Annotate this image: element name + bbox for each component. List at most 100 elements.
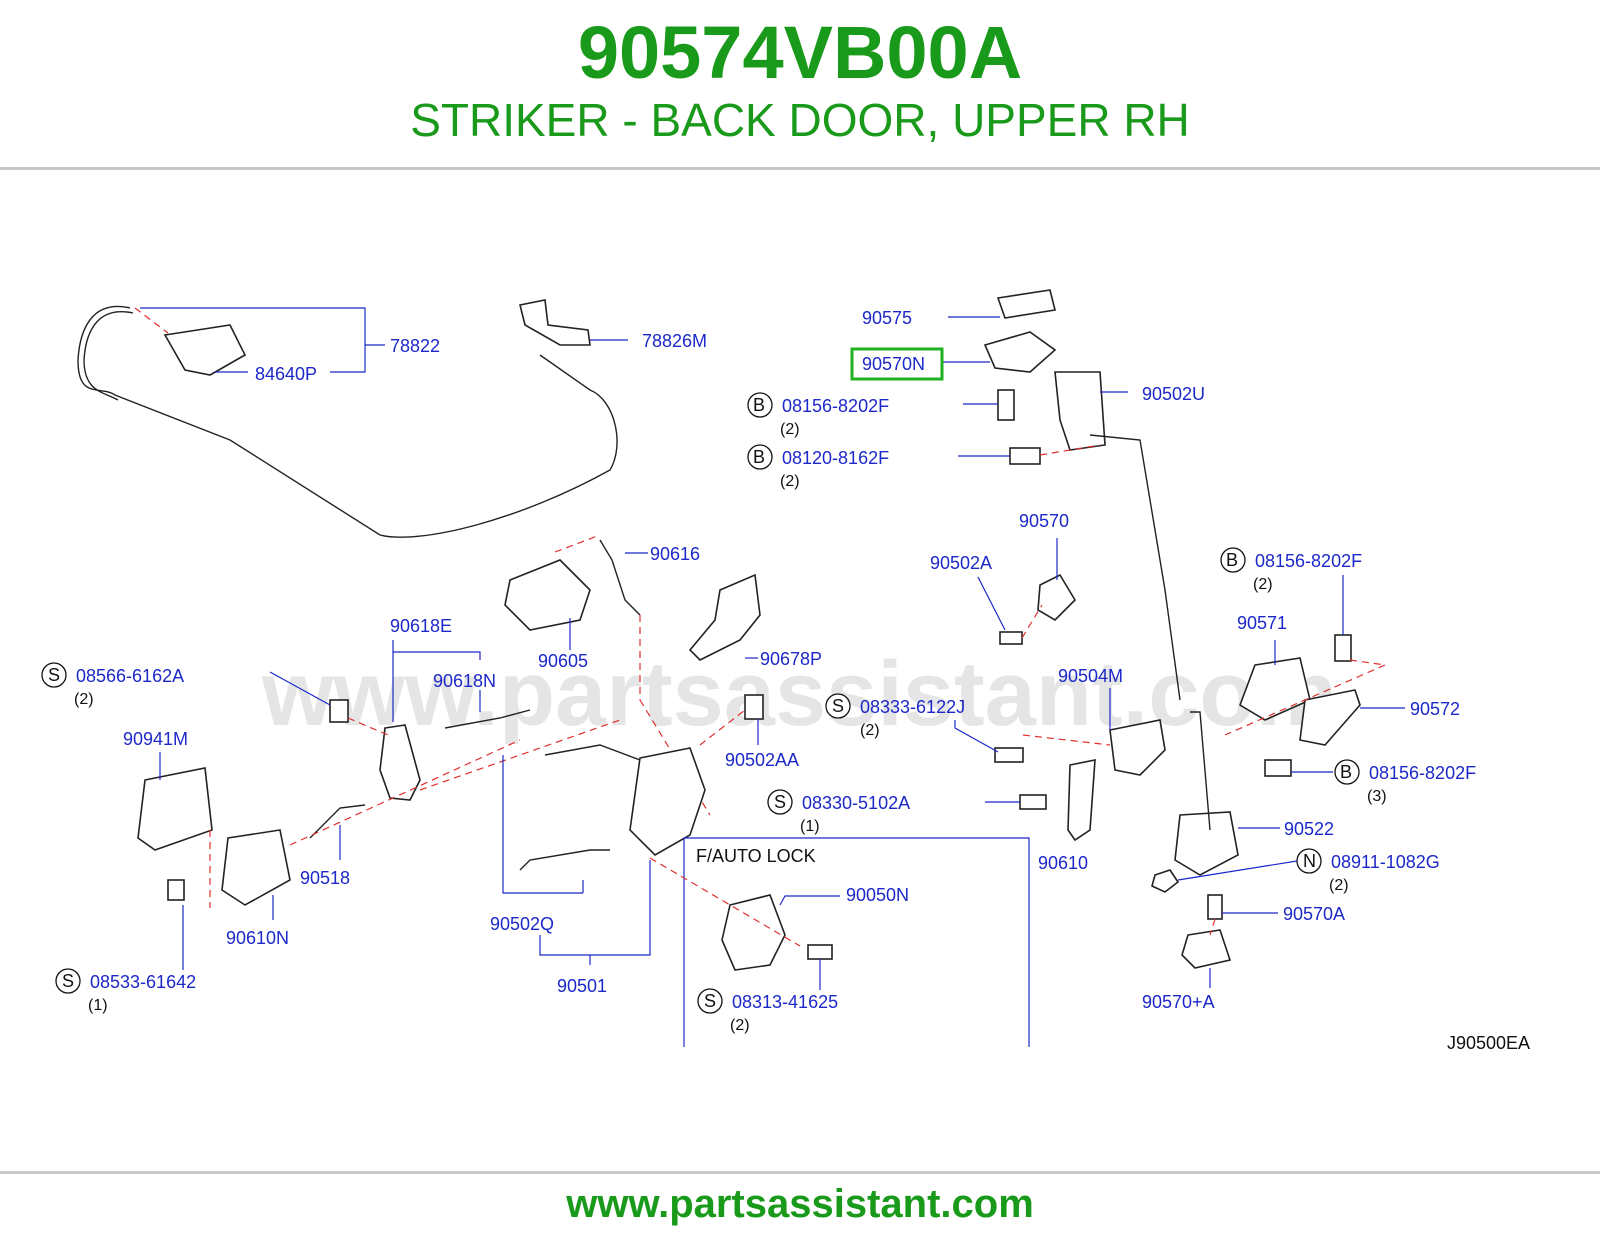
label-90504M[interactable]: 90504M — [1058, 666, 1123, 686]
svg-text:S: S — [774, 792, 786, 812]
bracket-90605-shape — [504, 559, 591, 631]
svg-text:N: N — [1303, 851, 1316, 871]
label-90610N[interactable]: 90610N — [226, 928, 289, 948]
rod-90502Q-b — [519, 849, 610, 871]
rod-90678P-shape — [688, 573, 761, 661]
label-90518[interactable]: 90518 — [300, 868, 350, 888]
qty-08330: (1) — [800, 818, 820, 835]
label-08566-6162A[interactable]: 08566-6162A — [76, 666, 184, 686]
label-90618E[interactable]: 90618E — [390, 616, 452, 636]
svg-text:S: S — [704, 991, 716, 1011]
bracket-90572-shape — [1299, 689, 1361, 746]
svg-text:B: B — [753, 447, 765, 467]
label-90501[interactable]: 90501 — [557, 976, 607, 996]
lock-90501-shape — [629, 747, 706, 856]
hinge-90502U-shape — [1054, 371, 1106, 451]
svg-text:S: S — [832, 696, 844, 716]
qty-08566: (2) — [74, 691, 94, 708]
label-90502AA[interactable]: 90502AA — [725, 750, 799, 770]
label-08156-8202F-low[interactable]: 08156-8202F — [1369, 763, 1476, 783]
footer-divider — [0, 1171, 1600, 1174]
cable-78826M-shape — [519, 299, 591, 346]
marker-b-icon — [1334, 759, 1360, 785]
label-90502Q[interactable]: 90502Q — [490, 914, 554, 934]
marker-s-icon — [825, 693, 851, 719]
label-90605[interactable]: 90605 — [538, 651, 588, 671]
release-cable — [77, 305, 618, 538]
qty-08313: (2) — [730, 1017, 750, 1034]
label-90941M[interactable]: 90941M — [123, 729, 188, 749]
label-90522[interactable]: 90522 — [1284, 819, 1334, 839]
screw-90502A-shape — [999, 631, 1023, 645]
label-08333-6122J[interactable]: 08333-6122J — [860, 697, 965, 717]
striker-90570N-shape — [983, 331, 1057, 373]
svg-text:B: B — [1226, 550, 1238, 570]
handle-90941M-shape — [137, 767, 213, 851]
label-90616[interactable]: 90616 — [650, 544, 700, 564]
rod-90502Q-a — [544, 744, 641, 761]
header-divider — [0, 167, 1600, 170]
handle-90610N-shape — [221, 829, 291, 906]
label-08156-8202F-mid[interactable]: 08156-8202F — [1255, 551, 1362, 571]
selected-part-highlight — [850, 347, 944, 381]
label-90502U[interactable]: 90502U — [1142, 384, 1205, 404]
hinge-90618E-shape — [379, 724, 421, 801]
marker-s-icon — [767, 789, 793, 815]
label-90570A[interactable]: 90570A — [1283, 904, 1345, 924]
label-90570-plus-a[interactable]: 90570+A — [1142, 992, 1215, 1012]
bolt-08156-b-shape — [1334, 634, 1352, 662]
label-90678P[interactable]: 90678P — [760, 649, 822, 669]
inset-frame — [683, 837, 1030, 1047]
qty-08533: (1) — [88, 997, 108, 1014]
marker-b-icon — [1220, 547, 1246, 573]
qty-08156-top: (2) — [780, 421, 800, 438]
handle-90610-shape — [1067, 759, 1096, 842]
marker-b-icon — [747, 392, 773, 418]
marker-s-icon — [41, 662, 67, 688]
bolt-08120-shape — [1009, 447, 1041, 465]
label-90571[interactable]: 90571 — [1237, 613, 1287, 633]
screw-08313-shape — [807, 944, 833, 960]
label-08533-61642[interactable]: 08533-61642 — [90, 972, 196, 992]
label-08330-5102A[interactable]: 08330-5102A — [802, 793, 910, 813]
label-90575[interactable]: 90575 — [862, 308, 912, 328]
label-90618N[interactable]: 90618N — [433, 671, 496, 691]
clip-90502AA-shape — [744, 694, 764, 720]
label-90572[interactable]: 90572 — [1410, 699, 1460, 719]
striker-90570-plus-a-shape — [1181, 929, 1232, 969]
striker-90570-shape — [1037, 573, 1077, 622]
svg-text:S: S — [48, 665, 60, 685]
nut-08911-shape — [1151, 869, 1180, 893]
lock-90504M-shape — [1109, 719, 1166, 776]
label-78826M[interactable]: 78826M — [642, 331, 707, 351]
label-08120-8162F[interactable]: 08120-8162F — [782, 448, 889, 468]
rod-90618N-shape — [444, 709, 531, 729]
qty-08156-low: (3) — [1367, 788, 1387, 805]
label-90570[interactable]: 90570 — [1019, 511, 1069, 531]
label-90050N[interactable]: 90050N — [846, 885, 909, 905]
marker-s-icon — [55, 968, 81, 994]
bolt-08156-a-shape — [997, 389, 1015, 421]
footer-website-link[interactable]: www.partsassistant.com — [566, 1182, 1034, 1226]
label-08313-41625[interactable]: 08313-41625 — [732, 992, 838, 1012]
marker-s-icon — [697, 988, 723, 1014]
screw-90570A-shape — [1207, 894, 1223, 920]
plate-90575-shape — [996, 289, 1056, 319]
bolt-08156-c-shape — [1264, 759, 1292, 777]
screw-08333-shape — [994, 747, 1024, 763]
stopper-90571-shape — [1239, 657, 1311, 721]
handle-84640P-shape — [163, 324, 247, 376]
label-78822[interactable]: 78822 — [390, 336, 440, 356]
screw-08566-shape — [329, 699, 349, 723]
label-90610[interactable]: 90610 — [1038, 853, 1088, 873]
qty-08333: (2) — [860, 722, 880, 739]
diagram-code: J90500EA — [1447, 1033, 1530, 1053]
inset-title: F/AUTO LOCK — [696, 846, 816, 866]
actuator-90050N-shape — [721, 894, 786, 971]
label-90570N-selected[interactable]: 90570N — [862, 354, 925, 374]
label-08156-8202F-top[interactable]: 08156-8202F — [782, 396, 889, 416]
label-84640P[interactable]: 84640P — [255, 364, 317, 384]
label-90502A[interactable]: 90502A — [930, 553, 992, 573]
svg-text:B: B — [753, 395, 765, 415]
label-08911-1082G[interactable]: 08911-1082G — [1331, 852, 1440, 872]
